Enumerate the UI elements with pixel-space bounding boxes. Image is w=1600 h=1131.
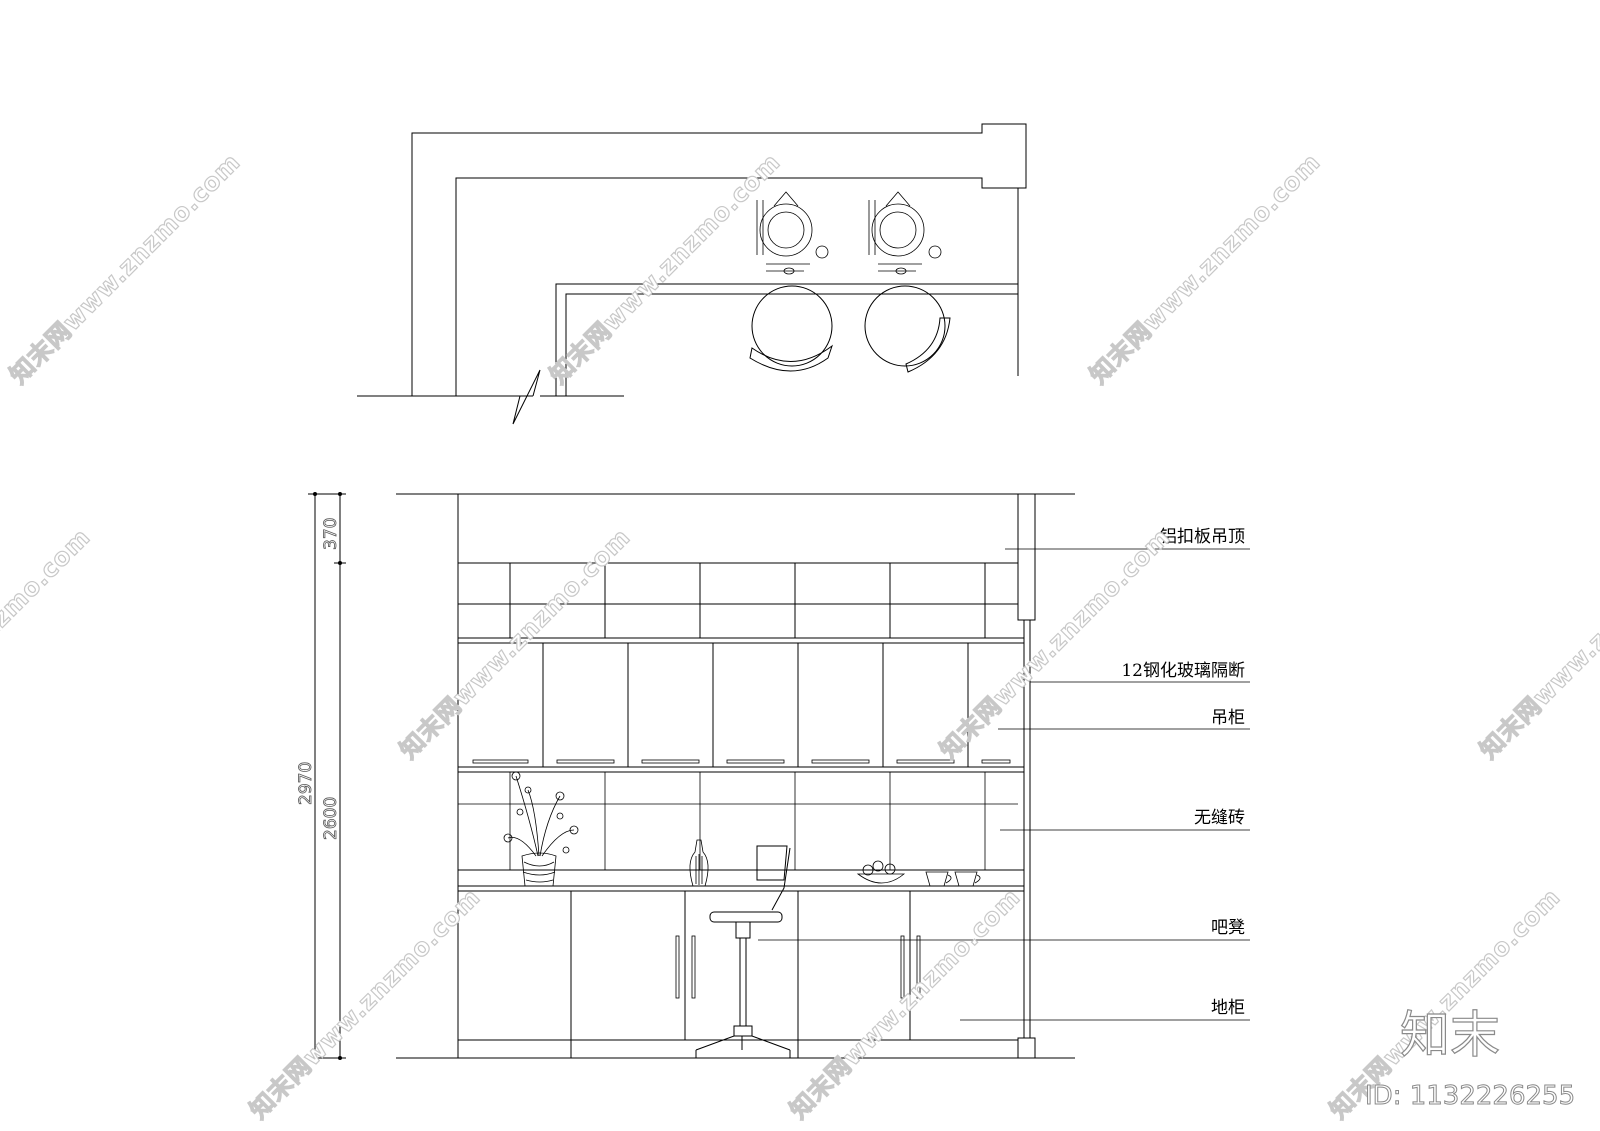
brand-logo: 知末 — [1400, 1006, 1500, 1064]
plan-stool-1 — [749, 285, 833, 372]
dim-ceiling-gap: 370 — [321, 518, 341, 550]
watermark-text: 知末网www.znzmo.com — [394, 523, 635, 764]
watermark-text: 知末网www.znzmo.com — [244, 883, 485, 1124]
upper-band-dividers — [509, 563, 986, 638]
plan-view — [357, 123, 1027, 425]
watermark-text: 知末网www.znzmo.com — [1474, 523, 1600, 764]
watermark-text: 知末网www.znzmo.com — [1084, 148, 1325, 389]
dimension-lines — [308, 492, 346, 1060]
place-setting-2 — [868, 191, 942, 275]
watermark-text: 知末网www.znzmo.com — [0, 523, 96, 764]
bar-stool — [695, 845, 791, 1058]
plan-stool-2 — [864, 285, 951, 373]
place-setting-1 — [756, 191, 829, 275]
label-tile: 无缝砖 — [1194, 808, 1245, 828]
watermark-text: 知末网www.znzmo.com — [934, 523, 1175, 764]
backsplash-tiles — [458, 772, 1018, 870]
image-id: ID: 1132226255 — [1365, 1081, 1575, 1111]
label-base-cabinet: 地柜 — [1211, 998, 1245, 1018]
dim-overall: 2970 — [296, 762, 316, 805]
dim-cabinet-height: 2600 — [321, 797, 341, 840]
label-glass-partition: 12钢化玻璃隔断 — [1121, 661, 1245, 681]
leader-lines — [758, 548, 1250, 1021]
watermark-text: 知末网www.znzmo.com — [784, 883, 1025, 1124]
wall-cabinet-doors — [472, 643, 1011, 767]
watermark-text: 知末网www.znzmo.com — [544, 148, 785, 389]
cups — [925, 871, 981, 887]
watermark-text: 知末网www.znzmo.com — [4, 148, 245, 389]
base-cabinets — [458, 891, 1018, 1058]
label-bar-stool: 吧凳 — [1211, 918, 1245, 938]
flower-vase — [503, 771, 579, 887]
label-wall-cabinet: 吊柜 — [1211, 708, 1245, 728]
label-ceiling: 铝扣板吊顶 — [1160, 527, 1245, 547]
fruit-bowl — [856, 860, 906, 887]
decorative-bottle — [689, 839, 709, 887]
elevation-view — [396, 493, 1250, 1059]
